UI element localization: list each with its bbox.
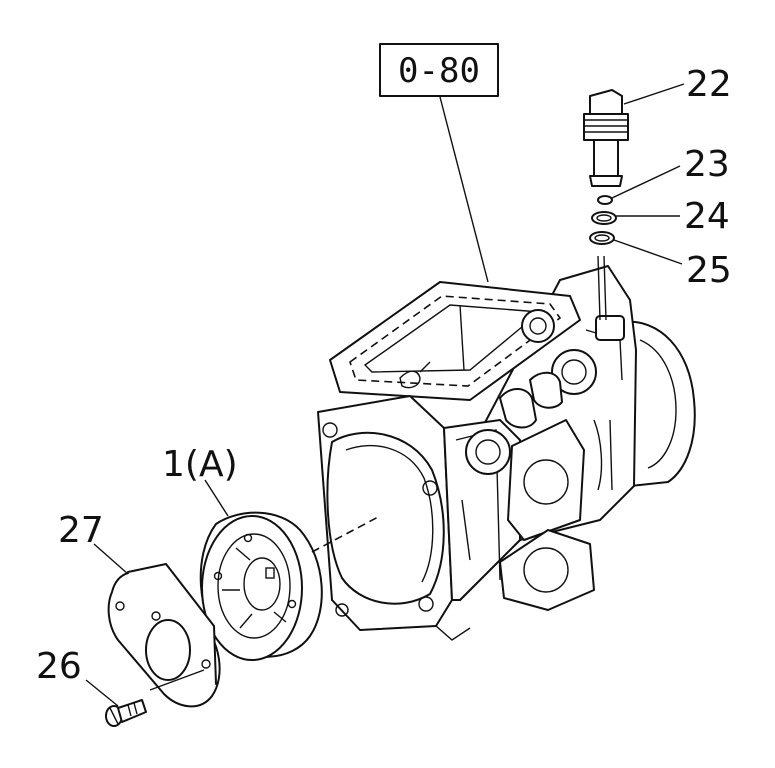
assembly-axis-valve-2 (597, 255, 601, 321)
assembly-axis-plate (149, 669, 205, 691)
leader-23 (611, 165, 681, 199)
callout-26: 26 (36, 646, 82, 687)
reference-box[interactable]: 0-80 (379, 43, 499, 97)
callout-1a: 1(A) (162, 444, 238, 485)
callout-22: 22 (686, 64, 732, 105)
pump-housing[interactable] (317, 265, 696, 641)
cover-plate-27[interactable] (107, 563, 221, 708)
o-ring-25[interactable] (589, 231, 615, 245)
leader-25 (613, 239, 683, 265)
callout-27: 27 (58, 510, 104, 551)
callout-23: 23 (684, 144, 730, 185)
screw-26[interactable] (105, 699, 147, 727)
o-ring-24[interactable] (591, 211, 617, 225)
leader-27 (93, 543, 129, 575)
assembly-axis-valve (603, 255, 607, 321)
valve-assembly-22[interactable] (583, 89, 629, 187)
reference-box-label: 0-80 (398, 51, 480, 91)
leader-1a (204, 479, 229, 517)
leader-26 (85, 679, 119, 707)
leader-22 (623, 83, 685, 105)
reference-leader (439, 96, 489, 283)
callout-24: 24 (684, 196, 730, 237)
washer-23[interactable] (597, 195, 613, 205)
callout-25: 25 (686, 250, 732, 291)
front-cover-1a[interactable] (199, 511, 323, 661)
